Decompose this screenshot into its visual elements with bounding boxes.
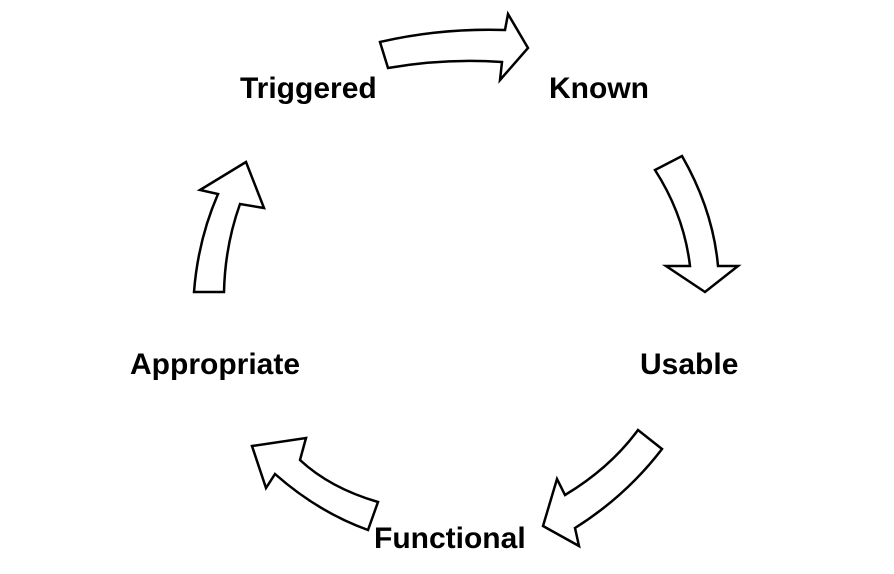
node-label-usable: Usable (640, 348, 738, 381)
node-label-functional: Functional (374, 522, 526, 555)
arrow-functional-to-appropriate (250, 436, 380, 532)
node-label-appropriate: Appropriate (130, 348, 300, 381)
arrow-appropriate-to-triggered (192, 160, 266, 294)
arrow-known-to-usable (653, 154, 742, 294)
node-label-triggered: Triggered (240, 72, 377, 105)
node-label-known: Known (549, 72, 649, 105)
arrow-usable-to-functional (541, 428, 664, 549)
arrow-triggered-to-known (378, 10, 530, 84)
